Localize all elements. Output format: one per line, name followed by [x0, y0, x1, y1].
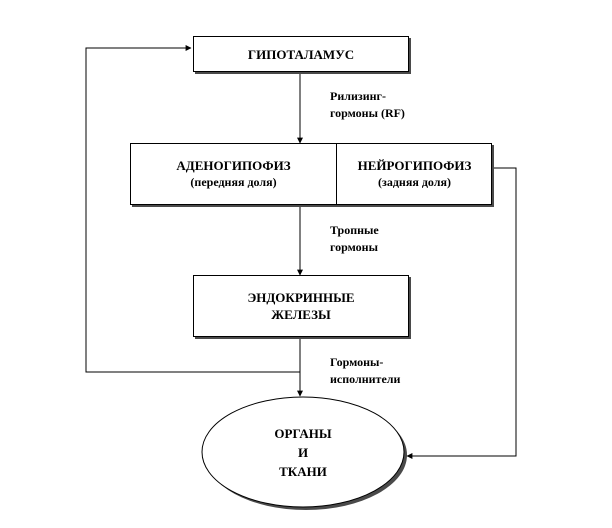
organs-line1: ОРГАНЫ	[274, 425, 332, 441]
hypothalamus-label: ГИПОТАЛАМУС	[247, 46, 355, 62]
tropic-hormones-label: Тропные гормоны	[330, 222, 379, 256]
releasing-line2: гормоны (RF)	[330, 106, 405, 120]
adenohypophysis-title: АДЕНОГИПОФИЗ	[176, 158, 291, 173]
tropic-line2: гормоны	[330, 240, 378, 254]
arrow-neurohypophysis-to-organs	[406, 167, 517, 459]
organs-line3: ТКАНИ	[279, 463, 327, 479]
organs-text: ОРГАНЫ И ТКАНИ	[202, 397, 404, 507]
neurohypophysis-title: НЕЙРОГИПОФИЗ	[357, 158, 472, 173]
adenohypophysis-cell: АДЕНОГИПОФИЗ (передняя доля)	[131, 144, 336, 204]
hypothalamus-box: ГИПОТАЛАМУС	[193, 36, 409, 72]
neurohypophysis-cell: НЕЙРОГИПОФИЗ (задняя доля)	[337, 144, 492, 204]
releasing-hormones-label: Рилизинг- гормоны (RF)	[330, 88, 405, 122]
pituitary-box: АДЕНОГИПОФИЗ (передняя доля) НЕЙРОГИПОФИ…	[130, 143, 492, 205]
effector-line2: исполнители	[330, 372, 401, 386]
endocrine-line2: ЖЕЛЕЗЫ	[271, 307, 331, 322]
endocrine-line1: ЭНДОКРИННЫЕ	[247, 290, 355, 305]
releasing-line1: Рилизинг-	[330, 89, 386, 103]
adenohypophysis-subtitle: (передняя доля)	[190, 175, 277, 189]
organs-line2: И	[297, 444, 309, 460]
endocrine-box: ЭНДОКРИННЫЕ ЖЕЛЕЗЫ	[193, 275, 409, 337]
neurohypophysis-subtitle: (задняя доля)	[378, 175, 451, 189]
effector-hormones-label: Гормоны- исполнители	[330, 354, 400, 388]
effector-line1: Гормоны-	[330, 355, 384, 369]
tropic-line1: Тропные	[330, 223, 379, 237]
pituitary-divider	[336, 144, 337, 204]
organs-ellipse	[201, 396, 405, 508]
arrow-feedback-loop	[85, 45, 300, 373]
